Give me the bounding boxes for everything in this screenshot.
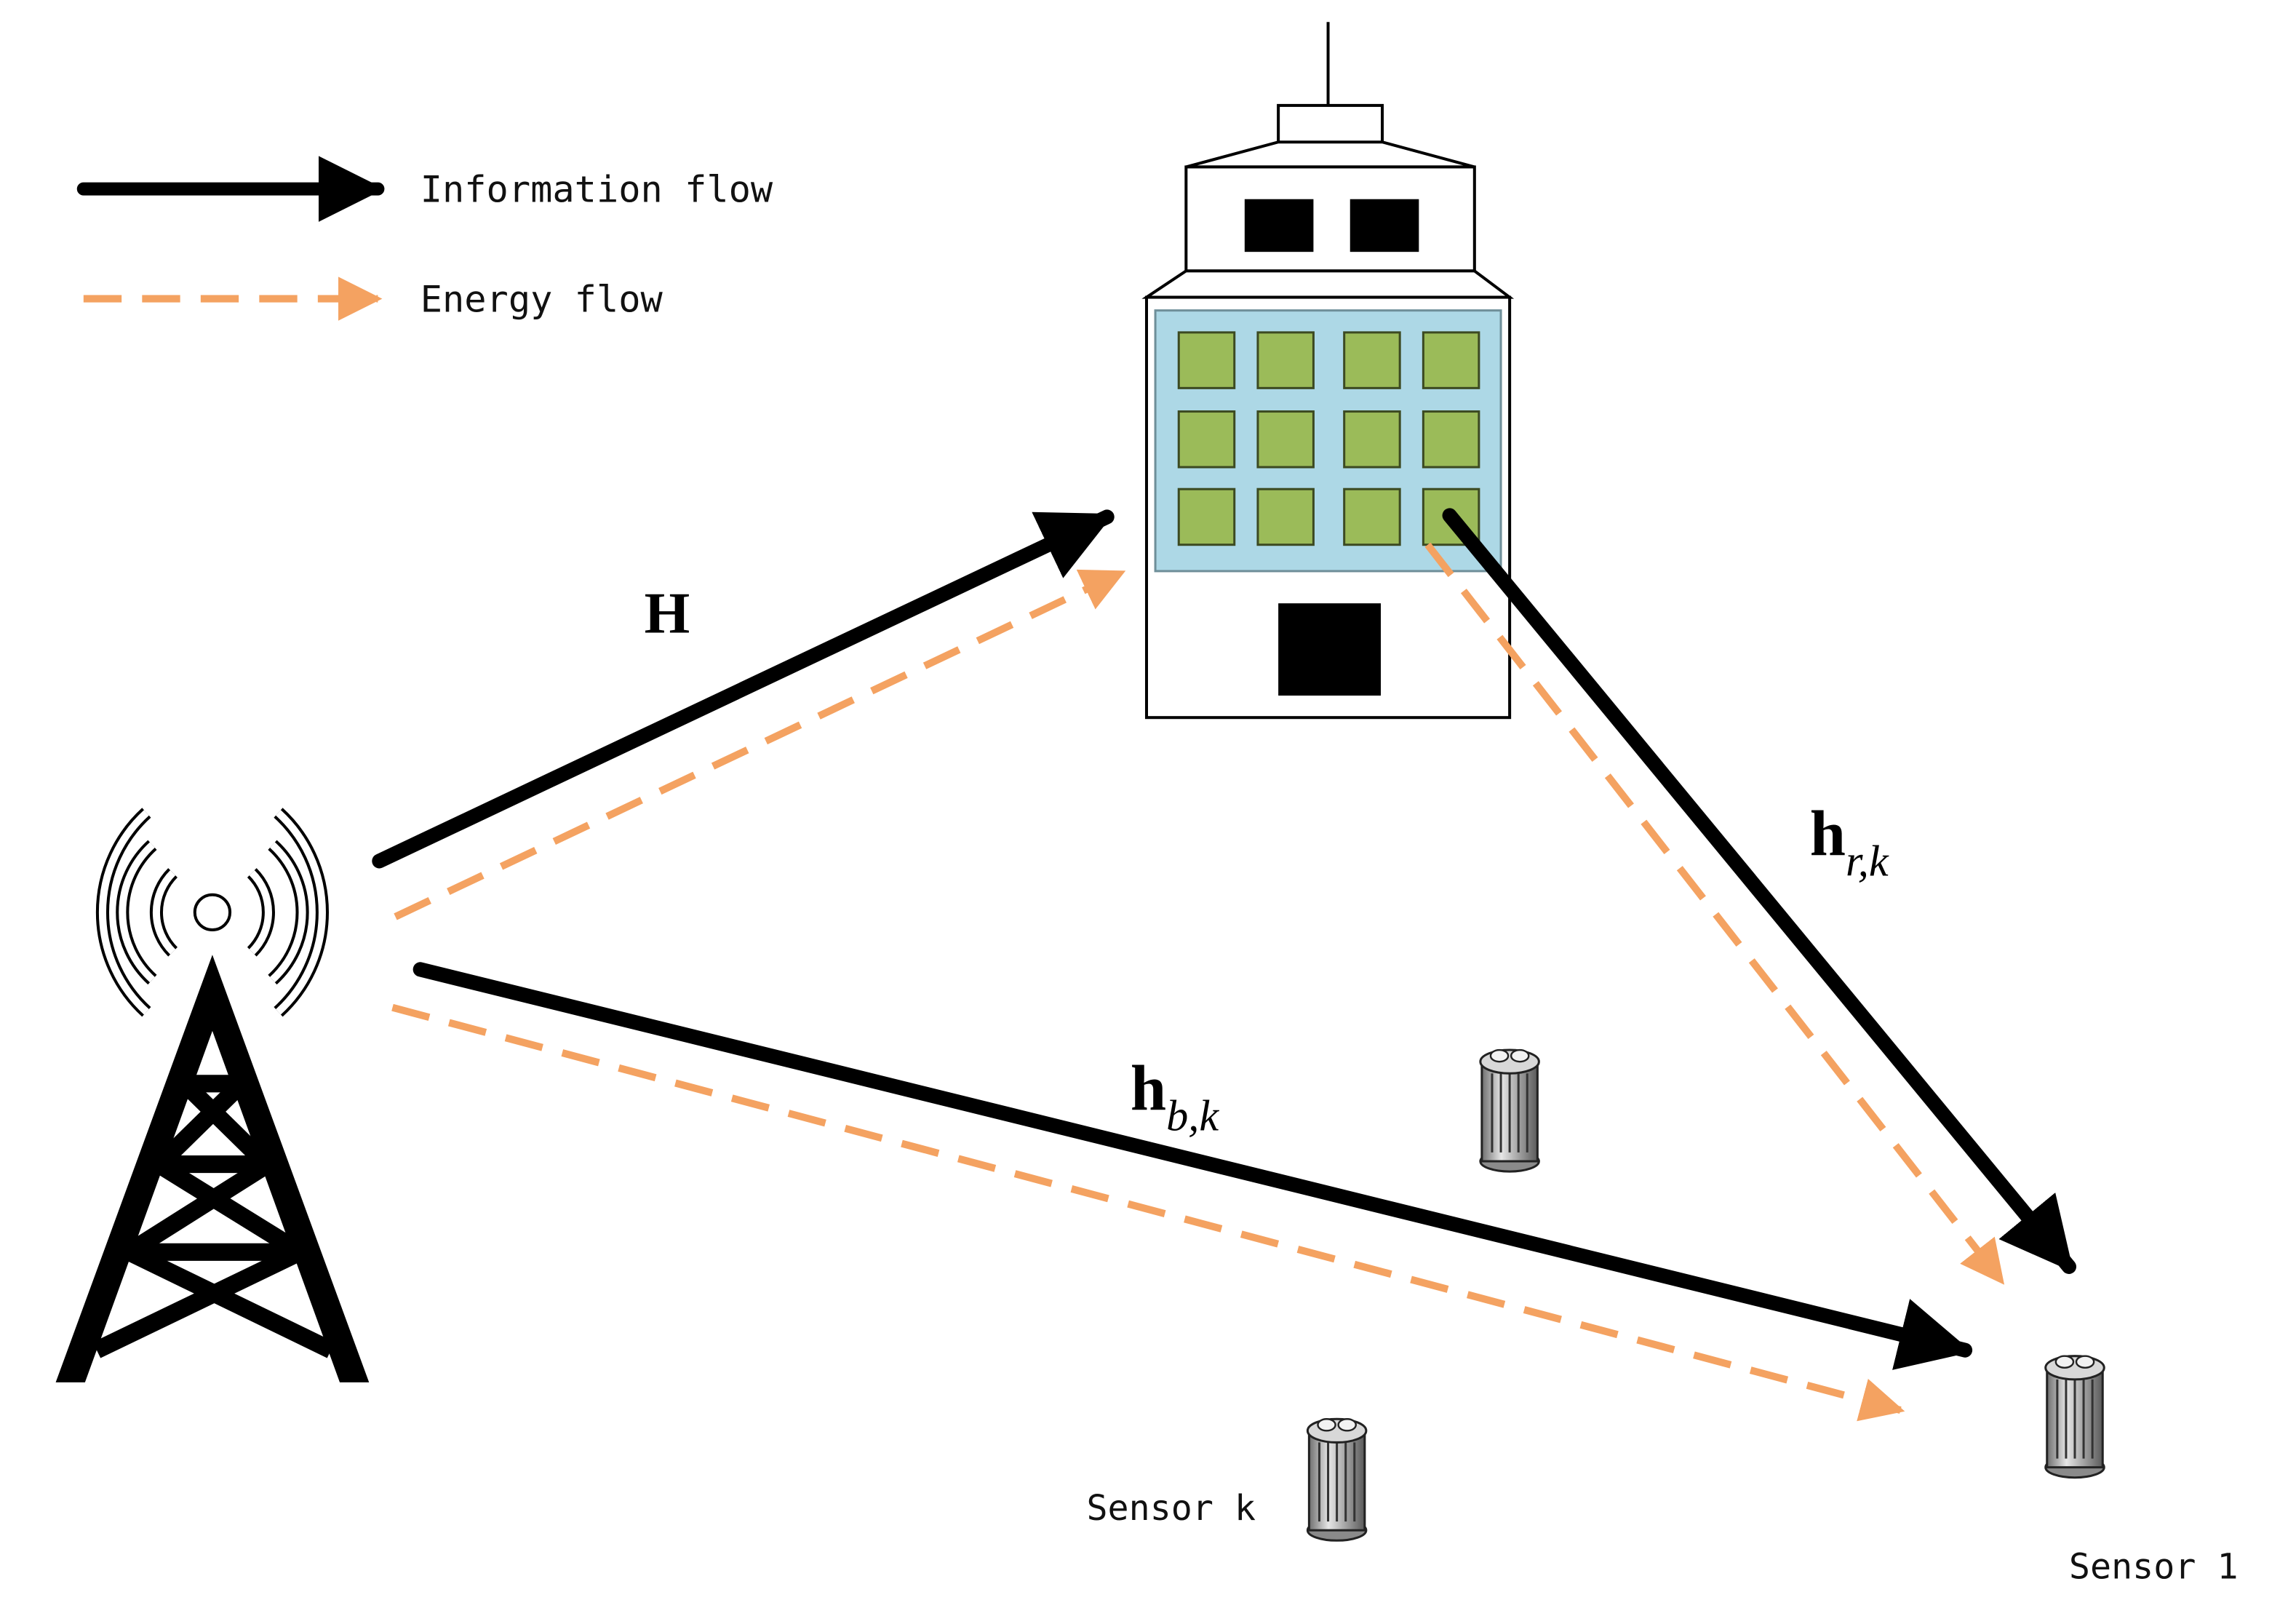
channel-label-h-r-k: hr,k — [1810, 798, 1889, 885]
sensor-k-icon — [1306, 1417, 1368, 1542]
sensor-1-label: Sensor 1 — [2069, 1547, 2239, 1588]
information-flow-legend-label: Information flow — [420, 168, 773, 211]
energy-flow-legend-label: Energy flow — [420, 278, 663, 321]
energy-flow-bs-to-irs — [394, 569, 1126, 920]
sensor-1-icon — [2044, 1355, 2105, 1479]
base-station-tower-icon — [55, 808, 370, 1382]
information-flow-bs-to-irs — [372, 509, 1115, 869]
information-flow-irs-to-sensor — [1442, 508, 2077, 1274]
channel-label-H: H — [645, 581, 690, 645]
information-flow-bs-to-sensor — [412, 962, 1973, 1370]
energy-flow-irs-to-sensor — [1424, 542, 2005, 1285]
energy-flow-bs-to-sensor — [391, 1003, 1905, 1422]
sensor-middle-icon — [1479, 1048, 1540, 1173]
channel-label-h-b-k: hb,k — [1131, 1054, 1220, 1141]
legend: Information flow Energy flow — [76, 156, 773, 321]
irs-elements — [1177, 331, 1480, 546]
sensor-k-label: Sensor k — [1086, 1488, 1256, 1529]
building-with-irs-icon — [1141, 22, 1515, 720]
energy-flows — [391, 542, 2005, 1422]
information-flows — [372, 508, 2077, 1370]
